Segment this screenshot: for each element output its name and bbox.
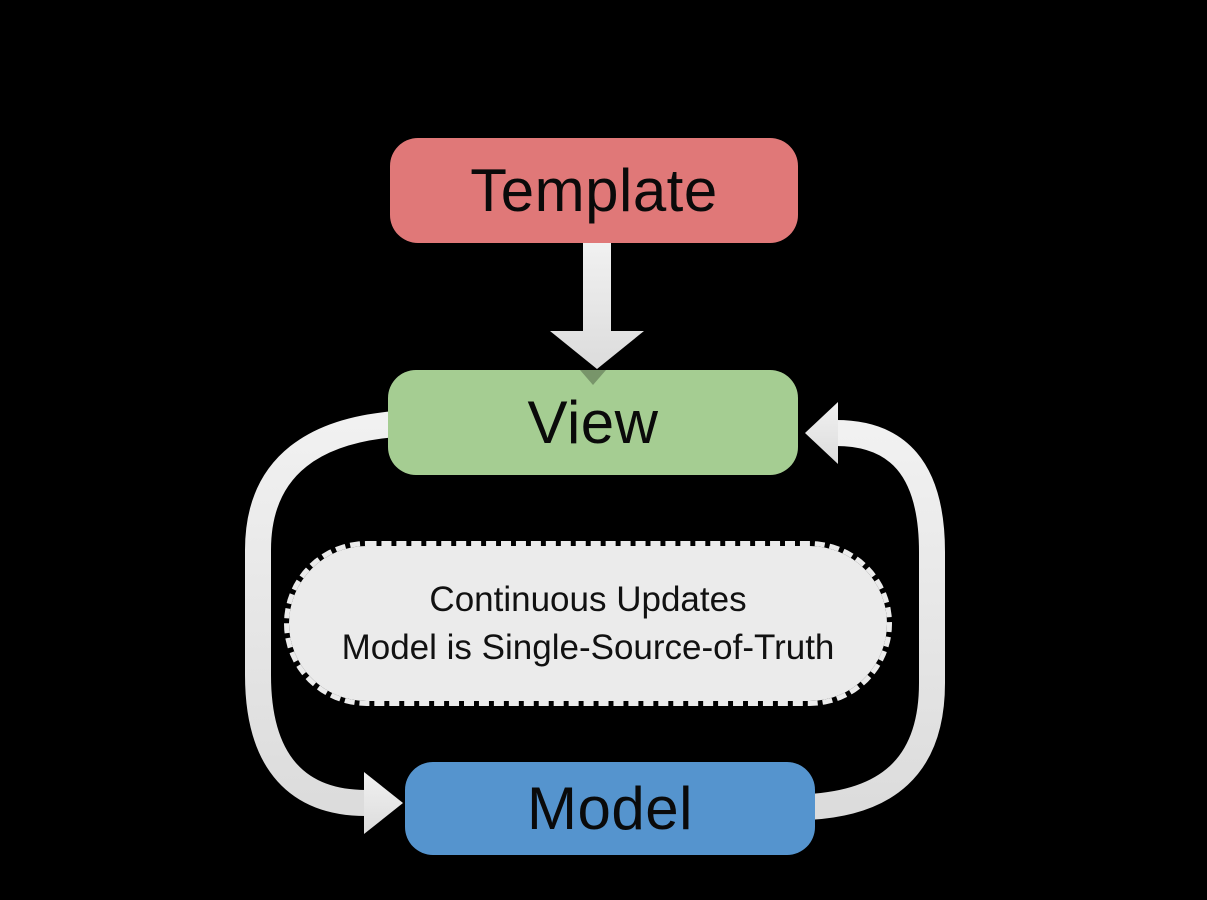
- template-to-view-arrow: [550, 243, 644, 369]
- model-label: Model: [527, 775, 693, 842]
- model-to-view-arrowhead: [805, 402, 838, 464]
- note-bubble: Continuous Updates Model is Single-Sourc…: [284, 541, 892, 706]
- template-label: Template: [470, 157, 718, 224]
- model-node: Model: [405, 762, 815, 855]
- model-to-view-arrow: [805, 402, 945, 820]
- view-to-model-arrow: [245, 411, 403, 834]
- view-label: View: [527, 389, 659, 456]
- view-node: View: [388, 370, 798, 475]
- arrow-tip-notch: [580, 370, 606, 385]
- note-line-1: Continuous Updates: [429, 579, 747, 619]
- note-line-2: Model is Single-Source-of-Truth: [341, 627, 835, 667]
- view-to-model-arrowhead: [364, 772, 403, 834]
- template-node: Template: [390, 138, 798, 243]
